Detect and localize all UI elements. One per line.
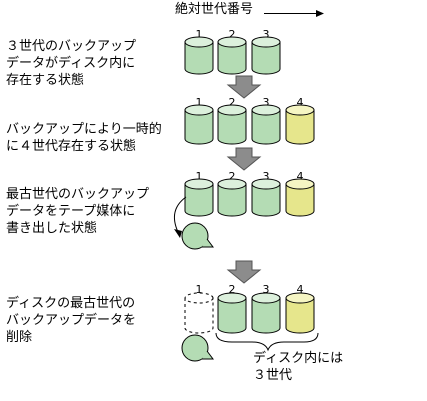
write-to-tape-arrow	[173, 196, 187, 238]
step-2-generation-3: 3	[262, 96, 270, 109]
right-arrow-icon	[264, 10, 324, 17]
generation-brace	[215, 332, 319, 352]
step-2-cylinder-1	[184, 104, 214, 145]
step-4-generation-4: 4	[296, 283, 304, 296]
step-2-generation-1: 1	[195, 96, 203, 109]
step-3-generation-3: 3	[262, 170, 270, 183]
step-3-generation-2: 2	[228, 170, 236, 183]
step-1-generation-3: 3	[262, 28, 270, 41]
step-1-cylinder-1	[184, 36, 214, 75]
step-4-cylinder-2	[217, 292, 247, 334]
header-title: 絶対世代番号	[175, 2, 254, 17]
step-1-cylinder-3	[251, 36, 281, 75]
step-2-description: バックアップにより一時的 に４世代存在する状態	[6, 122, 162, 154]
step-2-cylinder-3	[251, 104, 281, 145]
step-4-description: ディスクの最古世代の バックアップデータを 削除	[6, 296, 137, 345]
step-1-cylinder-2	[217, 36, 247, 75]
step-4-cylinder-3	[251, 292, 281, 334]
step-3-cylinder-2	[217, 178, 247, 217]
header-arrow	[264, 10, 324, 17]
step-1-generation-1: 1	[195, 28, 203, 41]
down-arrow-icon-1	[226, 75, 262, 99]
step-2-cylinder-4	[285, 104, 315, 145]
step-4-cylinder-4	[285, 292, 315, 334]
step-2-generation-4: 4	[296, 96, 304, 109]
step-3-description: 最古世代のバックアップ データをテープ媒体に 書き出した状態	[6, 187, 150, 236]
step-3-generation-4: 4	[296, 170, 304, 183]
step-3-cylinder-3	[251, 178, 281, 217]
disk-note: ディスク内には ３世代	[253, 351, 344, 383]
step-4-generation-1: 1	[195, 283, 203, 296]
step-3-cylinder-1	[184, 178, 214, 217]
tape-media-icon-step-4	[181, 334, 214, 362]
step-3-cylinder-4	[285, 178, 315, 217]
step-1-description: ３世代のバックアップ データがディスク内に 存在する状態	[6, 39, 137, 88]
step-3-generation-1: 1	[195, 170, 203, 183]
down-arrow-icon-2	[226, 147, 262, 171]
step-4-generation-3: 3	[262, 283, 270, 296]
step-4-cylinder-1	[184, 292, 214, 334]
step-1-generation-2: 2	[228, 28, 236, 41]
step-2-cylinder-2	[217, 104, 247, 145]
step-4-generation-2: 2	[228, 283, 236, 296]
down-arrow-icon-3	[226, 260, 262, 284]
tape-media-icon-step-3	[181, 222, 214, 250]
step-2-generation-2: 2	[228, 96, 236, 109]
